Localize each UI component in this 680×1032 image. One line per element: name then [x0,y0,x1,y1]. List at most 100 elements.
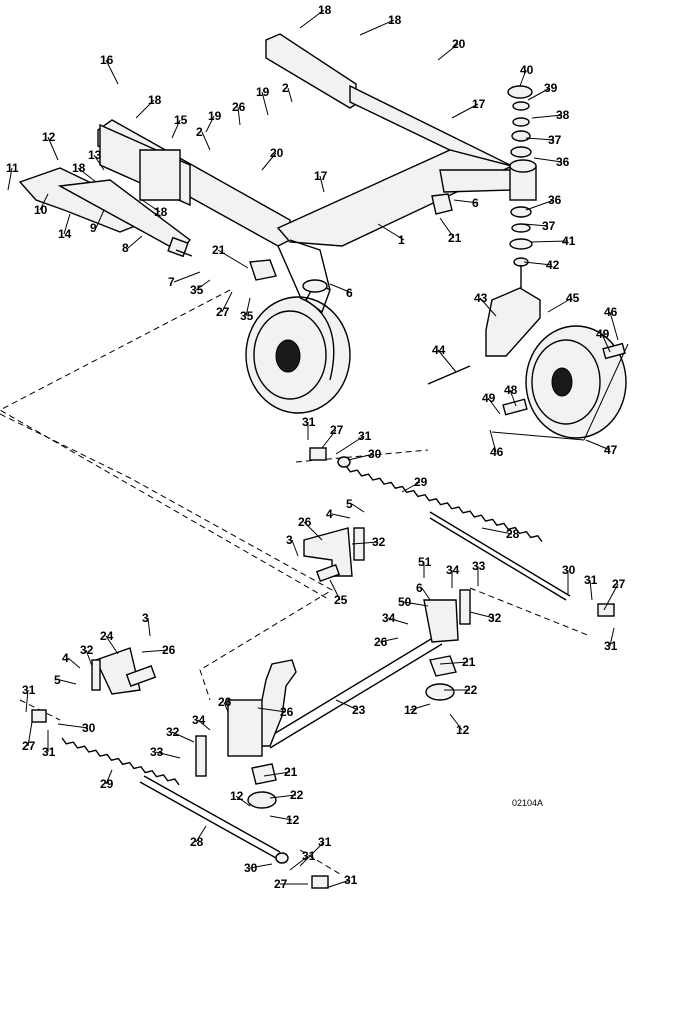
callout-number: 27 [274,877,288,891]
callout-number: 32 [80,643,94,657]
callout-number: 39 [544,81,558,95]
callout-number: 46 [490,445,504,459]
callout-leader [287,87,293,103]
callout-leader [609,311,619,341]
callout-leader [321,429,337,449]
callout-leader [217,249,249,269]
callout-number: 31 [318,835,332,849]
callout-number: 32 [166,725,180,739]
callout-number: 12 [456,723,470,737]
callout-number: 30 [82,721,96,735]
callout-number: 29 [414,475,428,489]
callout-leader [387,617,409,625]
callout-leader [335,435,365,455]
callout-number: 31 [604,639,618,653]
callout-leader [487,397,501,415]
callout-number: 1 [398,233,405,247]
callout-number: 17 [472,97,486,111]
callout-number: 18 [148,93,162,107]
callout-number: 12 [230,789,244,803]
callout-number: 23 [352,703,366,717]
callout-leader [523,261,553,266]
callout-number: 33 [472,559,486,573]
callout-number: 30 [562,563,576,577]
callout-number: 22 [464,683,478,697]
callout-number: 35 [190,283,204,297]
callout-number: 27 [612,577,626,591]
callout-leader [223,701,229,713]
callout-number: 16 [100,53,114,67]
callout-number: 49 [596,327,610,341]
callout-leader [329,283,353,294]
callout-number: 21 [212,243,226,257]
callout-leader [105,59,119,85]
callout-leader [439,661,469,665]
callout-number: 27 [22,739,36,753]
callout-number: 33 [150,745,164,759]
callout-number: 36 [556,155,570,169]
callout-number: 8 [122,241,129,255]
callout-leader [245,297,251,317]
main-frame [97,33,515,315]
callout-number: 18 [388,13,402,27]
callout-leader [221,291,233,313]
callout-leader [171,119,181,139]
callout-leader [135,99,155,119]
callout-leader [173,271,201,283]
callout-leader [421,587,431,601]
callout-number: 37 [548,133,562,147]
callout-leader [47,136,59,161]
callout-number: 4 [62,651,69,665]
callout-number: 40 [520,63,534,77]
callout-leader [525,137,555,141]
callout-number: 20 [270,146,284,160]
callout-leader [533,157,563,163]
callout-leader [59,679,77,685]
callout-number: 18 [72,161,86,175]
callout-number: 34 [446,563,460,577]
callout-leader [453,199,479,204]
callout-number: 31 [302,849,316,863]
callout-leader [527,87,551,101]
callout-leader [249,863,273,869]
lever-assembly [18,167,193,258]
callout-number: 50 [398,595,412,609]
callout-leader [57,723,89,729]
callout-number: 31 [22,683,36,697]
callout-leader [351,503,365,513]
callout-number: 37 [542,219,556,233]
callout-leader [261,91,269,116]
bellcrank-24 [91,647,157,695]
callout-number: 5 [54,673,61,687]
callout-leader [127,235,143,249]
callout-leader [105,635,119,655]
callout-leader [451,103,479,119]
callout-number: 27 [216,305,230,319]
callout-number: 41 [562,234,576,248]
callout-leader [439,217,455,239]
callout-leader [489,429,497,453]
callout-number: 31 [344,873,358,887]
left-caster-wheel [245,279,351,414]
callout-leader [351,541,379,545]
callout-leader [299,9,325,29]
callout-number: 3 [286,533,293,547]
callout-number: 51 [418,555,432,569]
callout-number: 21 [462,655,476,669]
callout-number: 17 [314,169,328,183]
callout-number: 12 [404,703,418,717]
callout-number: 7 [168,275,175,289]
callout-leader [319,175,325,193]
callout-number: 6 [472,196,479,210]
callout-number: 21 [284,765,298,779]
callout-number: 24 [100,629,114,643]
callout-leader [437,349,457,373]
callout-leader [269,815,293,821]
callout-number: 5 [346,497,353,511]
callout-leader [331,513,351,519]
callout-number: 14 [58,227,72,241]
callout-leader [263,771,291,777]
callout-leader [7,167,13,191]
callout-number: 26 [280,705,294,719]
callout-leader [377,223,405,241]
